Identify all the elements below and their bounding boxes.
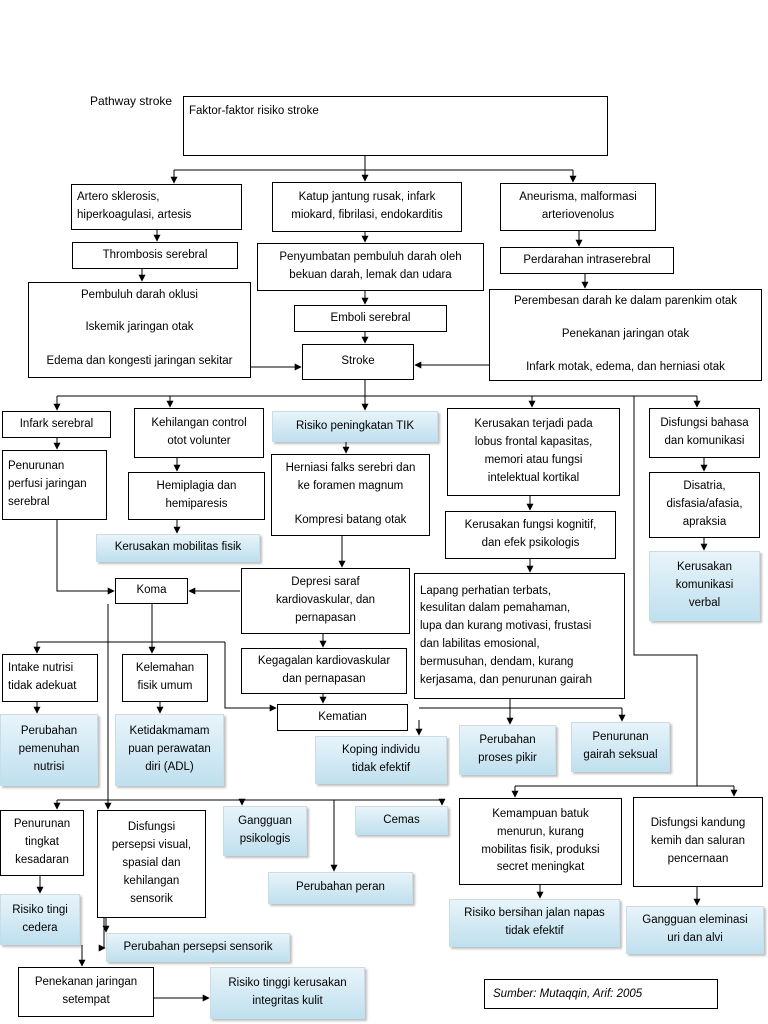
disatria-box: Disatria, disfasia/afasia, apraksia (649, 472, 760, 538)
kerusakan-lobus-box: Kerusakan terjadi pada lobus frontal kap… (447, 408, 620, 496)
perembesan-group-box (489, 289, 762, 381)
kemampuan-batuk-box: Kemampuan batuk menurun, kurang mobilita… (459, 798, 622, 885)
penurunan-gairah-box: Penurunan gairah seksual (571, 722, 670, 772)
risk-factors-box: Faktor-faktor risiko stroke (183, 96, 608, 156)
intake-box: Intake nutrisi tidak adekuat (2, 654, 98, 702)
infark-motak-label: Infark motak, edema, dan herniasi otak (526, 361, 725, 373)
connector-57 (633, 396, 698, 786)
disfungsi-bahasa-box: Disfungsi bahasa dan komunikasi (649, 408, 760, 458)
connector-42 (224, 642, 277, 712)
kegagalan-box: Kegagalan kardiovaskular dan pernapasan (241, 648, 407, 694)
koma-box: Koma (115, 578, 188, 604)
kelemahan-box: Kelemahan fisik umum (122, 654, 208, 702)
connector-33 (56, 520, 115, 595)
hemiplagia-box: Hemiplagia dan hemiparesis (128, 472, 265, 520)
edema-label: Edema dan kongesti jaringan sekitar (46, 355, 233, 367)
risiko-cedera-box: Risiko tingi cedera (0, 894, 80, 945)
source-caption: Sumber: Mutaqqin, Arif: 2005 (484, 979, 718, 1009)
gangguan-psikologis-box: Gangguan psikologis (223, 806, 307, 856)
thrombosis-box: Thrombosis serebral (72, 242, 238, 269)
perubahan-persepsi-box: Perubahan persepsi sensorik (106, 933, 290, 962)
herniasi-group-box (271, 454, 430, 536)
risiko-kulit-box: Risiko tinggi kerusakan integritas kulit (210, 967, 365, 1019)
perubahan-nutrisi-box: Perubahan pemenuhan nutrisi (0, 714, 98, 786)
cemas-box: Cemas (355, 806, 448, 835)
connector-62 (98, 918, 106, 952)
ketidakmampuan-box: Ketidakmamam puan perawatan diri (ADL) (115, 714, 224, 786)
risiko-jalan-napas-box: Risiko bersihan jalan napas tidak efekti… (449, 899, 620, 947)
iskemik-label: Iskemik jaringan otak (85, 321, 194, 333)
infark-serebral-box: Infark serebral (2, 411, 111, 438)
koping-box: Koping individu tidak efektif (315, 736, 447, 784)
katup-box: Katup jantung rusak, infark miokard, fib… (272, 182, 462, 232)
penurunan-kesadaran-box: Penurunan tingkat kesadaran (0, 810, 84, 876)
penekanan-otak-label: Penekanan jaringan otak (561, 328, 690, 340)
kematian-box: Kematian (277, 704, 408, 731)
aneurisma-box: Aneurisma, malformasi arteriovenolus (500, 183, 656, 231)
perubahan-pikir-box: Perubahan proses pikir (459, 725, 556, 775)
depresi-saraf-box: Depresi saraf kardiovaskular, dan pernap… (241, 568, 410, 634)
emboli-box: Emboli serebral (294, 305, 447, 332)
kerusakan-komunikasi-box: Kerusakan komunikasi verbal (649, 551, 760, 621)
oklusi-group-box (28, 282, 251, 378)
diagram-title: Pathway stroke (90, 94, 173, 108)
stroke-box: Stroke (302, 344, 414, 380)
gangguan-eliminasi-box: Gangguan eleminasi uri dan alvi (626, 906, 764, 954)
kehilangan-control-box: Kehilangan control otot volunter (134, 408, 264, 458)
disfungsi-kandung-box: Disfungsi kandung kemih dan saluran penc… (633, 797, 763, 887)
perembesan-label: Perembesan darah ke dalam parenkim otak (513, 295, 738, 307)
risiko-tik-box: Risiko peningkatan TIK (272, 411, 438, 442)
perubahan-peran-box: Perubahan peran (268, 872, 413, 904)
oklusi-label: Pembuluh darah oklusi (81, 289, 198, 301)
herniasi-label: Herniasi falks serebri dan ke foramen ma… (285, 462, 416, 492)
lapang-box: Lapang perhatian terbats, kesulitan dala… (414, 573, 625, 699)
penyumbatan-box: Penyumbatan pembuluh darah oleh bekuan d… (257, 243, 484, 291)
penurunan-perfusi-box: Penurunan perfusi jaringan serebral (2, 450, 107, 520)
perdarahan-box: Perdarahan intraserebral (500, 247, 674, 274)
kerusakan-kognitif-box: Kerusakan fungsi kognitif, dan efek psik… (445, 511, 616, 559)
artero-box: Artero sklerosis, hiperkoagulasi, artesi… (71, 184, 242, 230)
disfungsi-persepsi-box: Disfungsi persepsi visual, spasial dan k… (97, 810, 206, 918)
kerusakan-mobilitas-box: Kerusakan mobilitas fisik (96, 534, 260, 562)
kompresi-label: Kompresi batang otak (294, 514, 407, 526)
penekanan-setempat-box: Penekanan jaringan setempat (18, 967, 154, 1017)
